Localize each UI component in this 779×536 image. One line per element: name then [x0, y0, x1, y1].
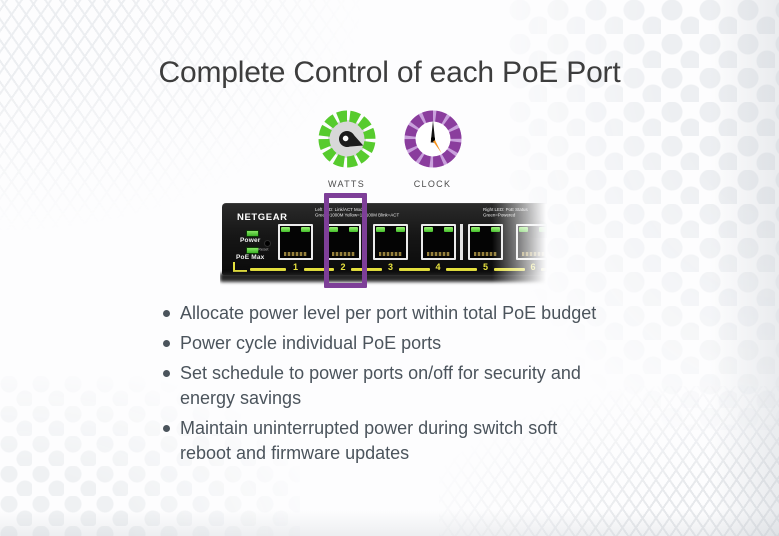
switch-base-shadow	[220, 273, 550, 282]
port-numbers: 1 2 3 4 5 6	[222, 260, 554, 274]
port-pins	[379, 252, 402, 256]
led-legend-left: Left LED: Link/ACT Mode Green=1000M Yell…	[315, 207, 400, 218]
poe-max-label: PoE Max	[236, 254, 265, 261]
port-number: 2	[340, 262, 346, 272]
ethernet-port-1	[278, 224, 313, 260]
port-number: 4	[435, 262, 441, 272]
ethernet-port-6	[515, 224, 551, 260]
list-item: Power cycle individual PoE ports	[163, 331, 668, 356]
port-led-left	[423, 227, 433, 232]
background-pattern-top-right	[509, 0, 779, 430]
clock-icon: CLOCK	[401, 108, 465, 189]
number-dash	[250, 268, 286, 271]
ethernet-ports	[278, 224, 551, 260]
port-led-right	[538, 227, 548, 232]
poe-max-led	[246, 247, 259, 254]
port-led-left	[376, 227, 385, 232]
ethernet-port-5	[468, 224, 503, 260]
number-dash	[446, 268, 477, 271]
port-pins	[426, 252, 450, 256]
clock-graphic	[404, 110, 461, 168]
port-led-right	[396, 227, 405, 232]
switch-image: NETGEAR Power PoE Max Reset Left LED: Li…	[220, 193, 554, 288]
port-led-left	[328, 227, 338, 232]
watts-label: WATTS	[328, 179, 365, 189]
ethernet-port-4	[420, 224, 456, 260]
port-number: 1	[292, 262, 299, 272]
number-dash	[494, 268, 525, 271]
port-pins	[474, 252, 497, 256]
background-shade-bottom	[0, 510, 779, 536]
page-title: Complete Control of each PoE Port	[158, 56, 621, 89]
port-pins	[521, 252, 545, 256]
number-dash	[541, 268, 554, 271]
port-led-right	[491, 227, 500, 232]
bracket-icon	[233, 262, 247, 272]
list-item: Set schedule to power ports on/off for s…	[163, 361, 668, 411]
background-pattern-bottom-right	[439, 386, 779, 536]
led-legend-right: Right LED: PoE Status Green=Powered	[483, 207, 528, 218]
reset-label: Reset	[258, 247, 269, 252]
power-led	[246, 230, 259, 237]
power-label: Power	[240, 237, 261, 244]
watts-gauge-icon: WATTS	[315, 108, 379, 189]
port-bank-divider	[460, 224, 463, 260]
port-led-left	[471, 227, 480, 232]
port-led-right	[443, 227, 453, 232]
bullet-icon	[163, 310, 170, 317]
background-shade-right	[709, 0, 779, 536]
number-dash	[399, 268, 430, 271]
port-number: 6	[530, 262, 536, 272]
port-led-left	[281, 227, 290, 232]
feature-list: Allocate power level per port within tot…	[163, 301, 668, 471]
bullet-icon	[163, 340, 170, 347]
feature-icons: WATTS CLOCK	[0, 108, 779, 189]
port-led-left	[518, 227, 528, 232]
list-item: Allocate power level per port within tot…	[163, 301, 668, 326]
number-dash	[304, 268, 334, 271]
port-led-right	[301, 227, 310, 232]
port-pins	[331, 252, 355, 256]
bullet-icon	[163, 370, 170, 377]
port-led-right	[348, 227, 358, 232]
port-number: 5	[482, 262, 489, 272]
clock-label: CLOCK	[413, 179, 452, 189]
list-item: Maintain uninterrupted power during swit…	[163, 416, 668, 466]
port-number: 3	[387, 262, 394, 272]
watts-gauge-graphic	[318, 110, 375, 168]
switch-fade-wrap: NETGEAR Power PoE Max Reset Left LED: Li…	[220, 191, 556, 295]
background-pattern-bottom-left	[0, 376, 300, 536]
switch-body: NETGEAR Power PoE Max Reset Left LED: Li…	[220, 203, 554, 282]
background-pattern-top-left	[0, 0, 360, 230]
port-highlight-box	[324, 193, 367, 288]
bullet-icon	[163, 425, 170, 432]
netgear-logo: NETGEAR	[237, 212, 288, 223]
reset-button	[265, 241, 270, 246]
ethernet-port-3	[373, 224, 408, 260]
port-pins	[284, 252, 307, 256]
